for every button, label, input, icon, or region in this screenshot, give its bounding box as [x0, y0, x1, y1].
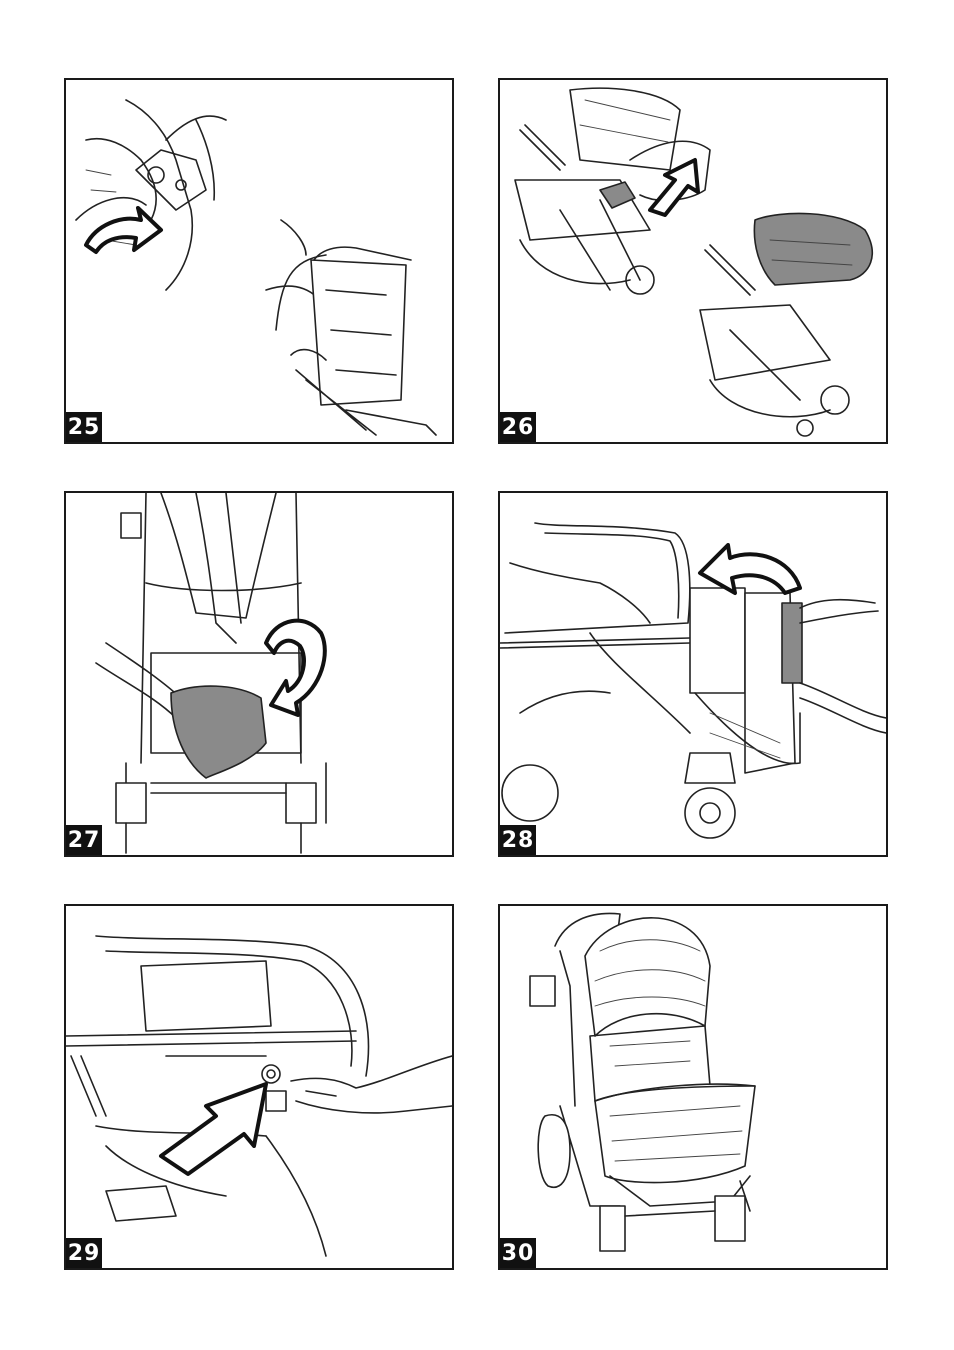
- step-29-panel: 29: [64, 904, 454, 1270]
- step-number: 26: [500, 412, 536, 442]
- step-number: 29: [66, 1238, 102, 1268]
- step-27-panel: 27: [64, 491, 454, 857]
- step-number: 25: [66, 412, 102, 442]
- step-number: 30: [500, 1238, 536, 1268]
- step-30-panel: 30: [498, 904, 888, 1270]
- step-25-panel: 25: [64, 78, 454, 444]
- step-29-illustration: [66, 906, 452, 1268]
- step-30-illustration: [500, 906, 886, 1268]
- step-number: 28: [500, 825, 536, 855]
- step-26-illustration: [500, 80, 886, 442]
- step-26-panel: 26: [498, 78, 888, 444]
- step-27-illustration: [66, 493, 452, 855]
- step-25-illustration: [66, 80, 452, 442]
- step-number: 27: [66, 825, 102, 855]
- step-28-panel: 28: [498, 491, 888, 857]
- step-28-illustration: [500, 493, 886, 855]
